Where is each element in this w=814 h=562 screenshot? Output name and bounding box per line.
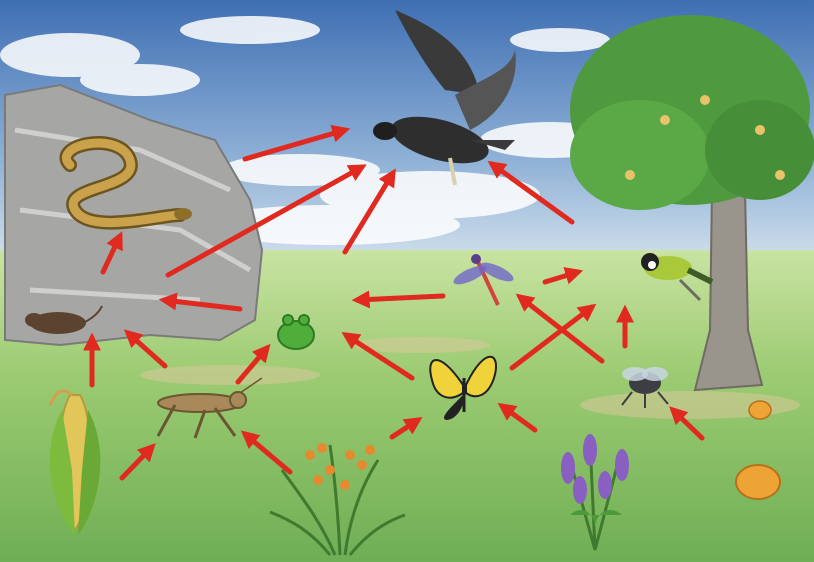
frog-icon [278, 315, 314, 349]
